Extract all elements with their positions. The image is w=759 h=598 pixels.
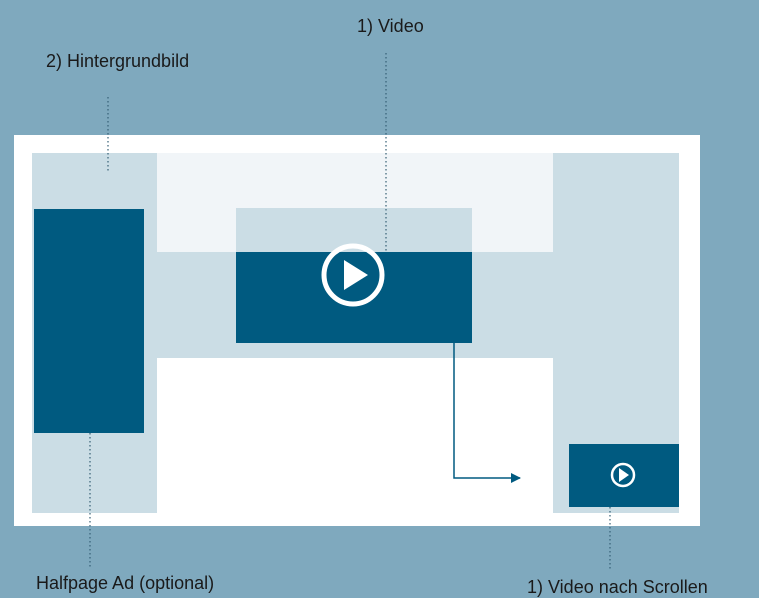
scroll-arrow — [453, 343, 521, 483]
video-after-scroll-label: 1) Video nach Scrollen — [527, 577, 708, 597]
video-player[interactable] — [236, 252, 472, 343]
video-label: 1) Video — [357, 16, 424, 36]
play-icon[interactable] — [610, 462, 636, 488]
background-image-label: 2) Hintergrundbild — [46, 51, 190, 71]
play-icon[interactable] — [321, 243, 385, 307]
halfpage-ad-block — [34, 209, 144, 433]
halfpage-ad-label: Halfpage Ad (optional) — [36, 573, 215, 593]
